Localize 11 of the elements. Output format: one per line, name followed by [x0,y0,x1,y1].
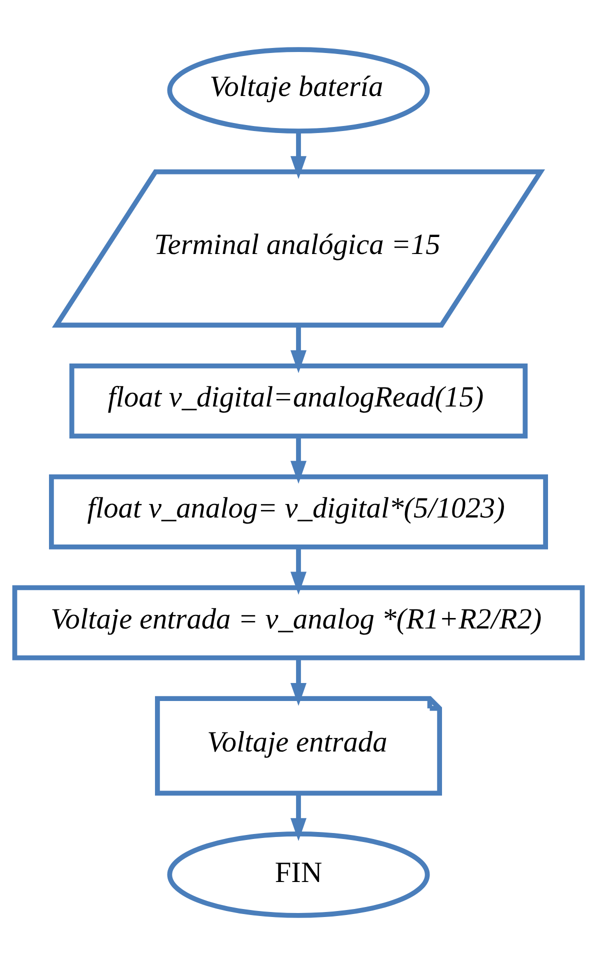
arrow [290,131,307,178]
arrow [290,324,307,373]
node-box: Voltaje entrada = v_analog *(R1+R2/R2) [12,584,585,660]
node-ellipse: FIN [167,830,430,918]
arrow [290,793,307,841]
arrow [290,658,307,706]
node-box: float v_digital=analogRead(15) [69,362,528,438]
arrow [290,546,307,594]
arrow [290,436,307,484]
node-box: float v_analog= v_digital*(5/1023) [49,474,548,549]
node-ellipse: Voltaje batería [167,46,430,133]
